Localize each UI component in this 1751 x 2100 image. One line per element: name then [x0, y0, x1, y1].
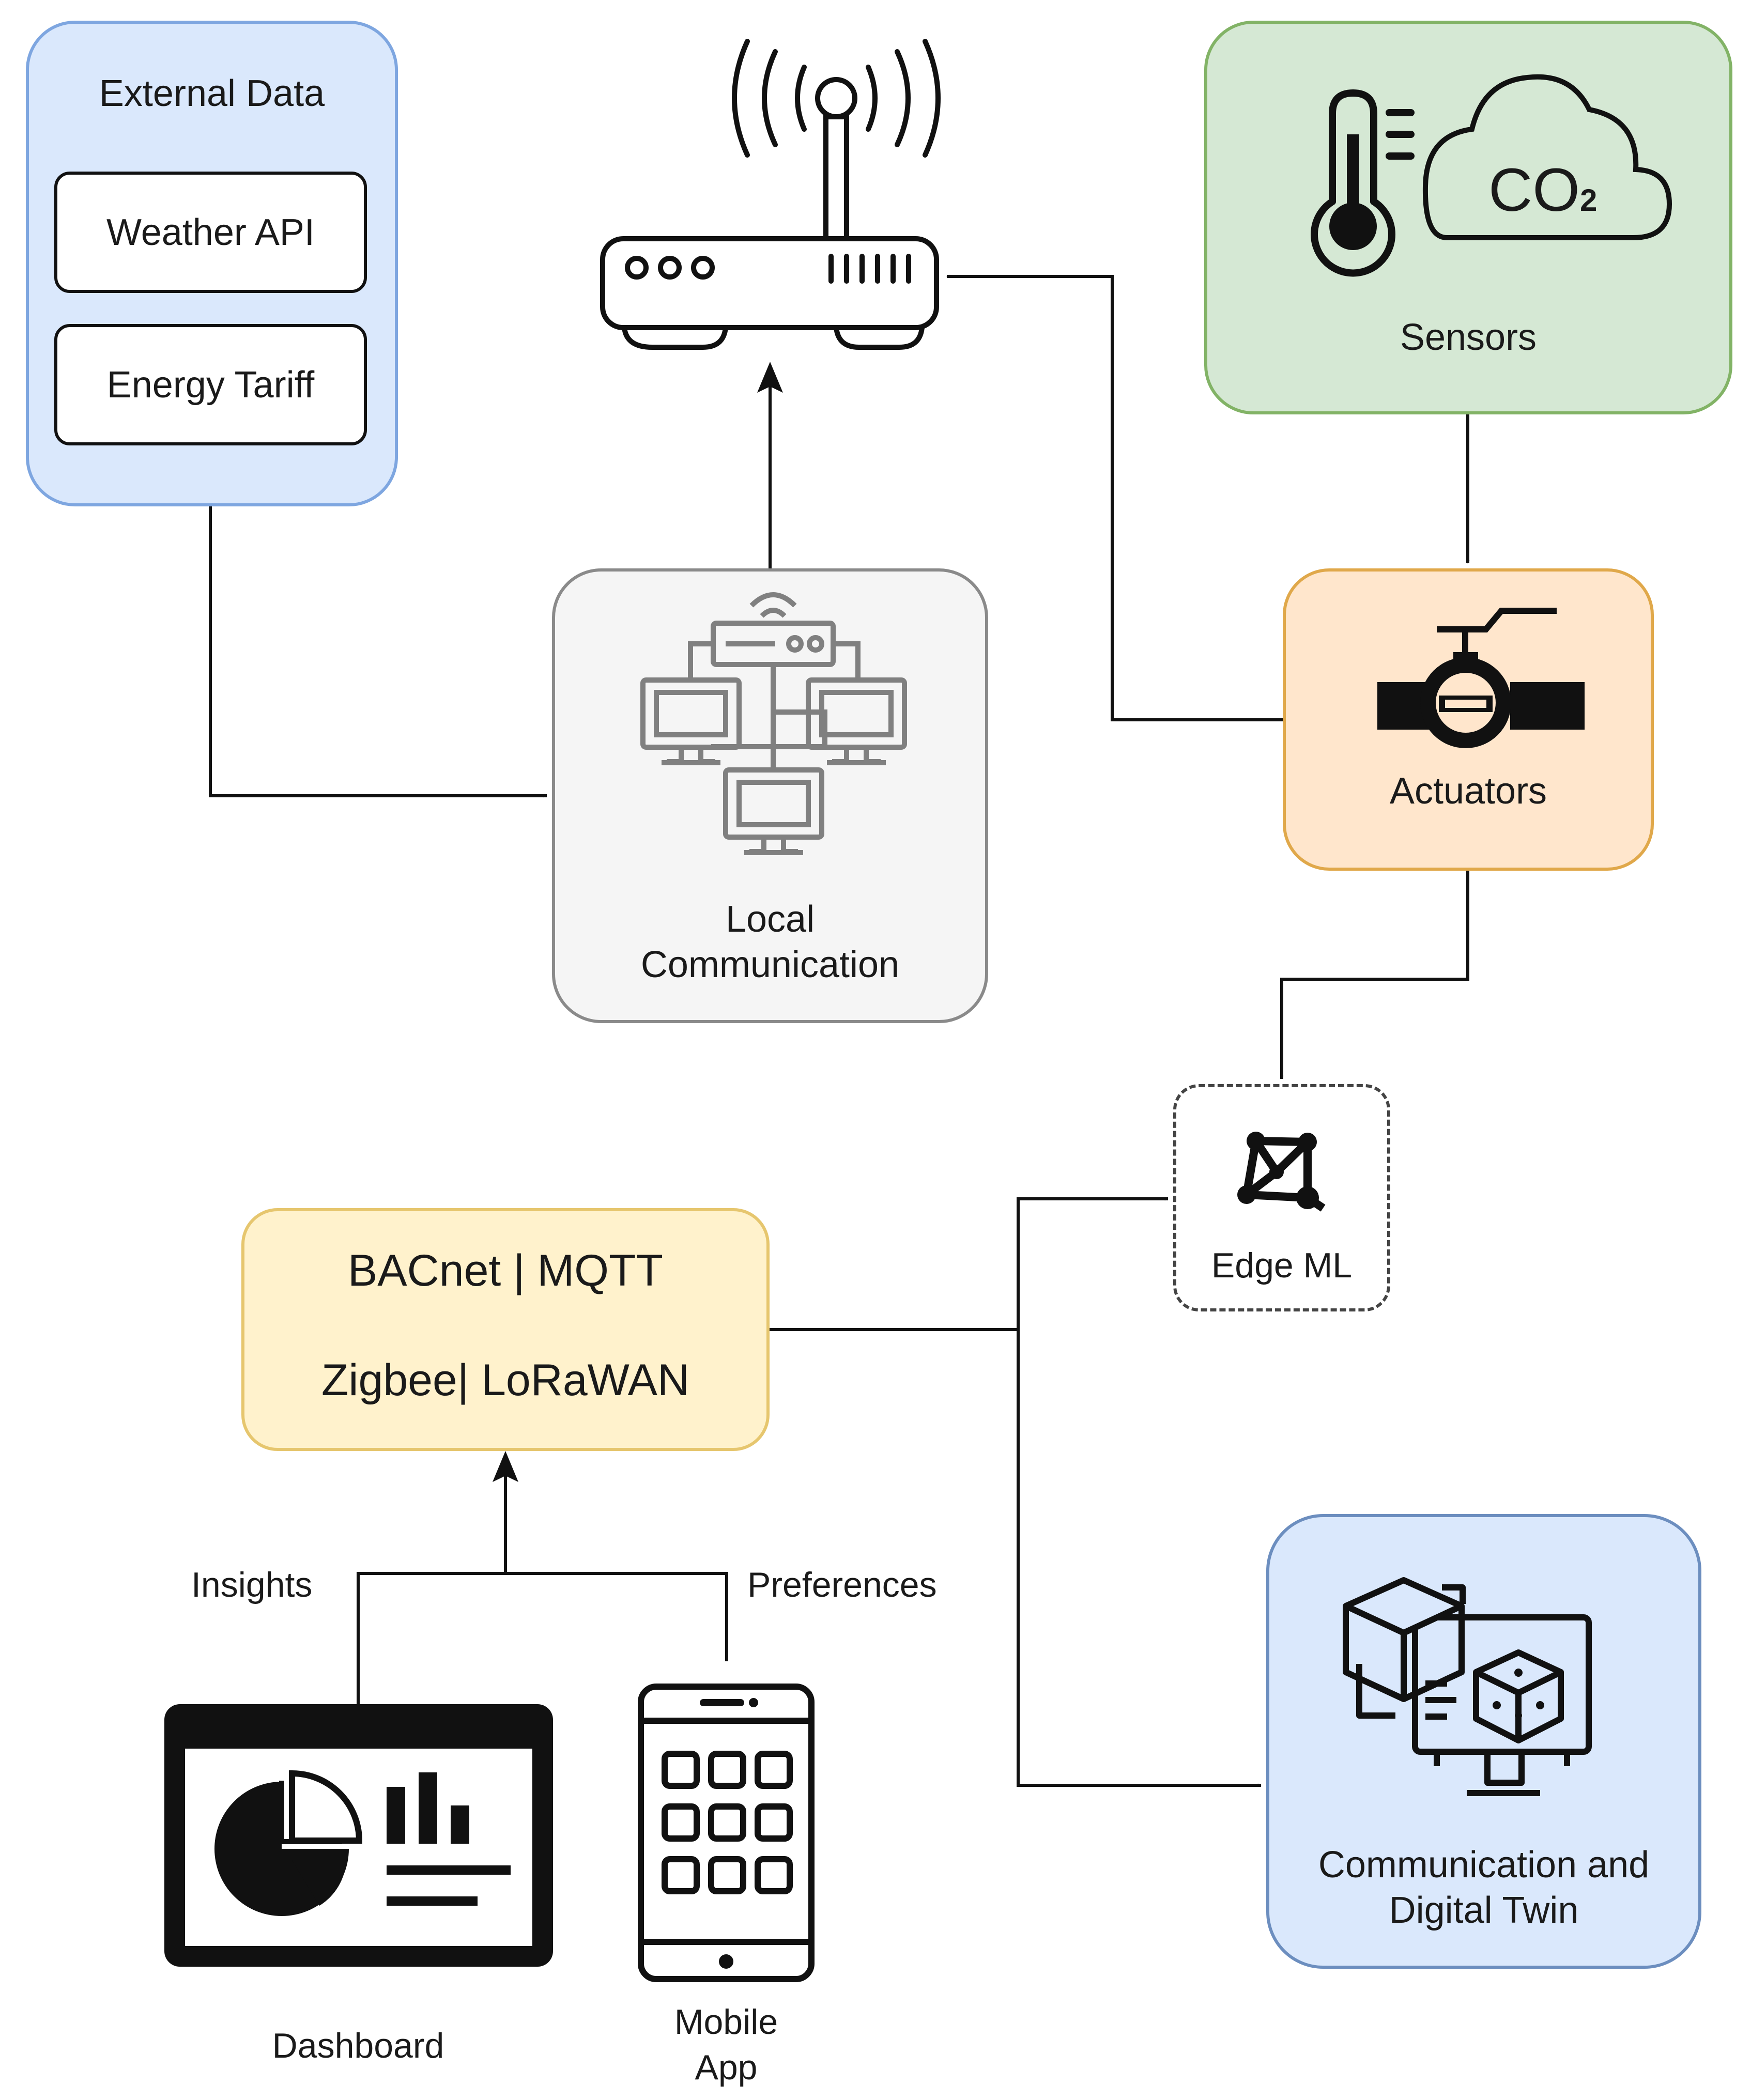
co2-text: CO2	[1488, 155, 1597, 225]
arrow-protocols-to-edgeml	[770, 1197, 1169, 1331]
weather-api-box: Weather API	[54, 172, 367, 293]
actuators-group	[1283, 568, 1654, 871]
protocols-line-1: BACnet | MQTT	[347, 1246, 664, 1295]
local-communication-label-1: Local	[725, 899, 815, 940]
external-data-title: External Data	[99, 73, 325, 114]
arrow-protocols-to-twin	[1017, 1330, 1262, 1787]
edge-ml-label: Edge ML	[1211, 1246, 1353, 1285]
sensors-label: Sensors	[1400, 317, 1537, 358]
co2-text-main: CO	[1488, 156, 1580, 224]
preferences-label: Preferences	[747, 1565, 937, 1604]
protocols-group	[241, 1208, 770, 1451]
arrow-actuators-to-router	[946, 274, 1283, 721]
local-communication-label-2: Communication	[640, 944, 900, 985]
arrow-actuators-to-edgeml	[1280, 871, 1469, 1079]
mobile-app-label-2: App	[695, 2048, 758, 2087]
protocols-line-2: Zigbee| LoRaWAN	[321, 1355, 690, 1405]
mobile-app-label-1: Mobile	[674, 2002, 778, 2042]
insights-label: Insights	[191, 1565, 313, 1604]
digital-twin-label-2: Digital Twin	[1389, 1890, 1579, 1931]
actuators-label: Actuators	[1389, 770, 1547, 812]
digital-twin-label-1: Communication and	[1318, 1844, 1650, 1886]
dashboard-label: Dashboard	[272, 2026, 444, 2065]
energy-tariff-box: Energy Tariff	[54, 324, 367, 445]
co2-subscript: 2	[1580, 183, 1598, 218]
arrow-clients-to-protocols	[357, 1456, 728, 1705]
arrow-external-to-local	[209, 506, 547, 798]
